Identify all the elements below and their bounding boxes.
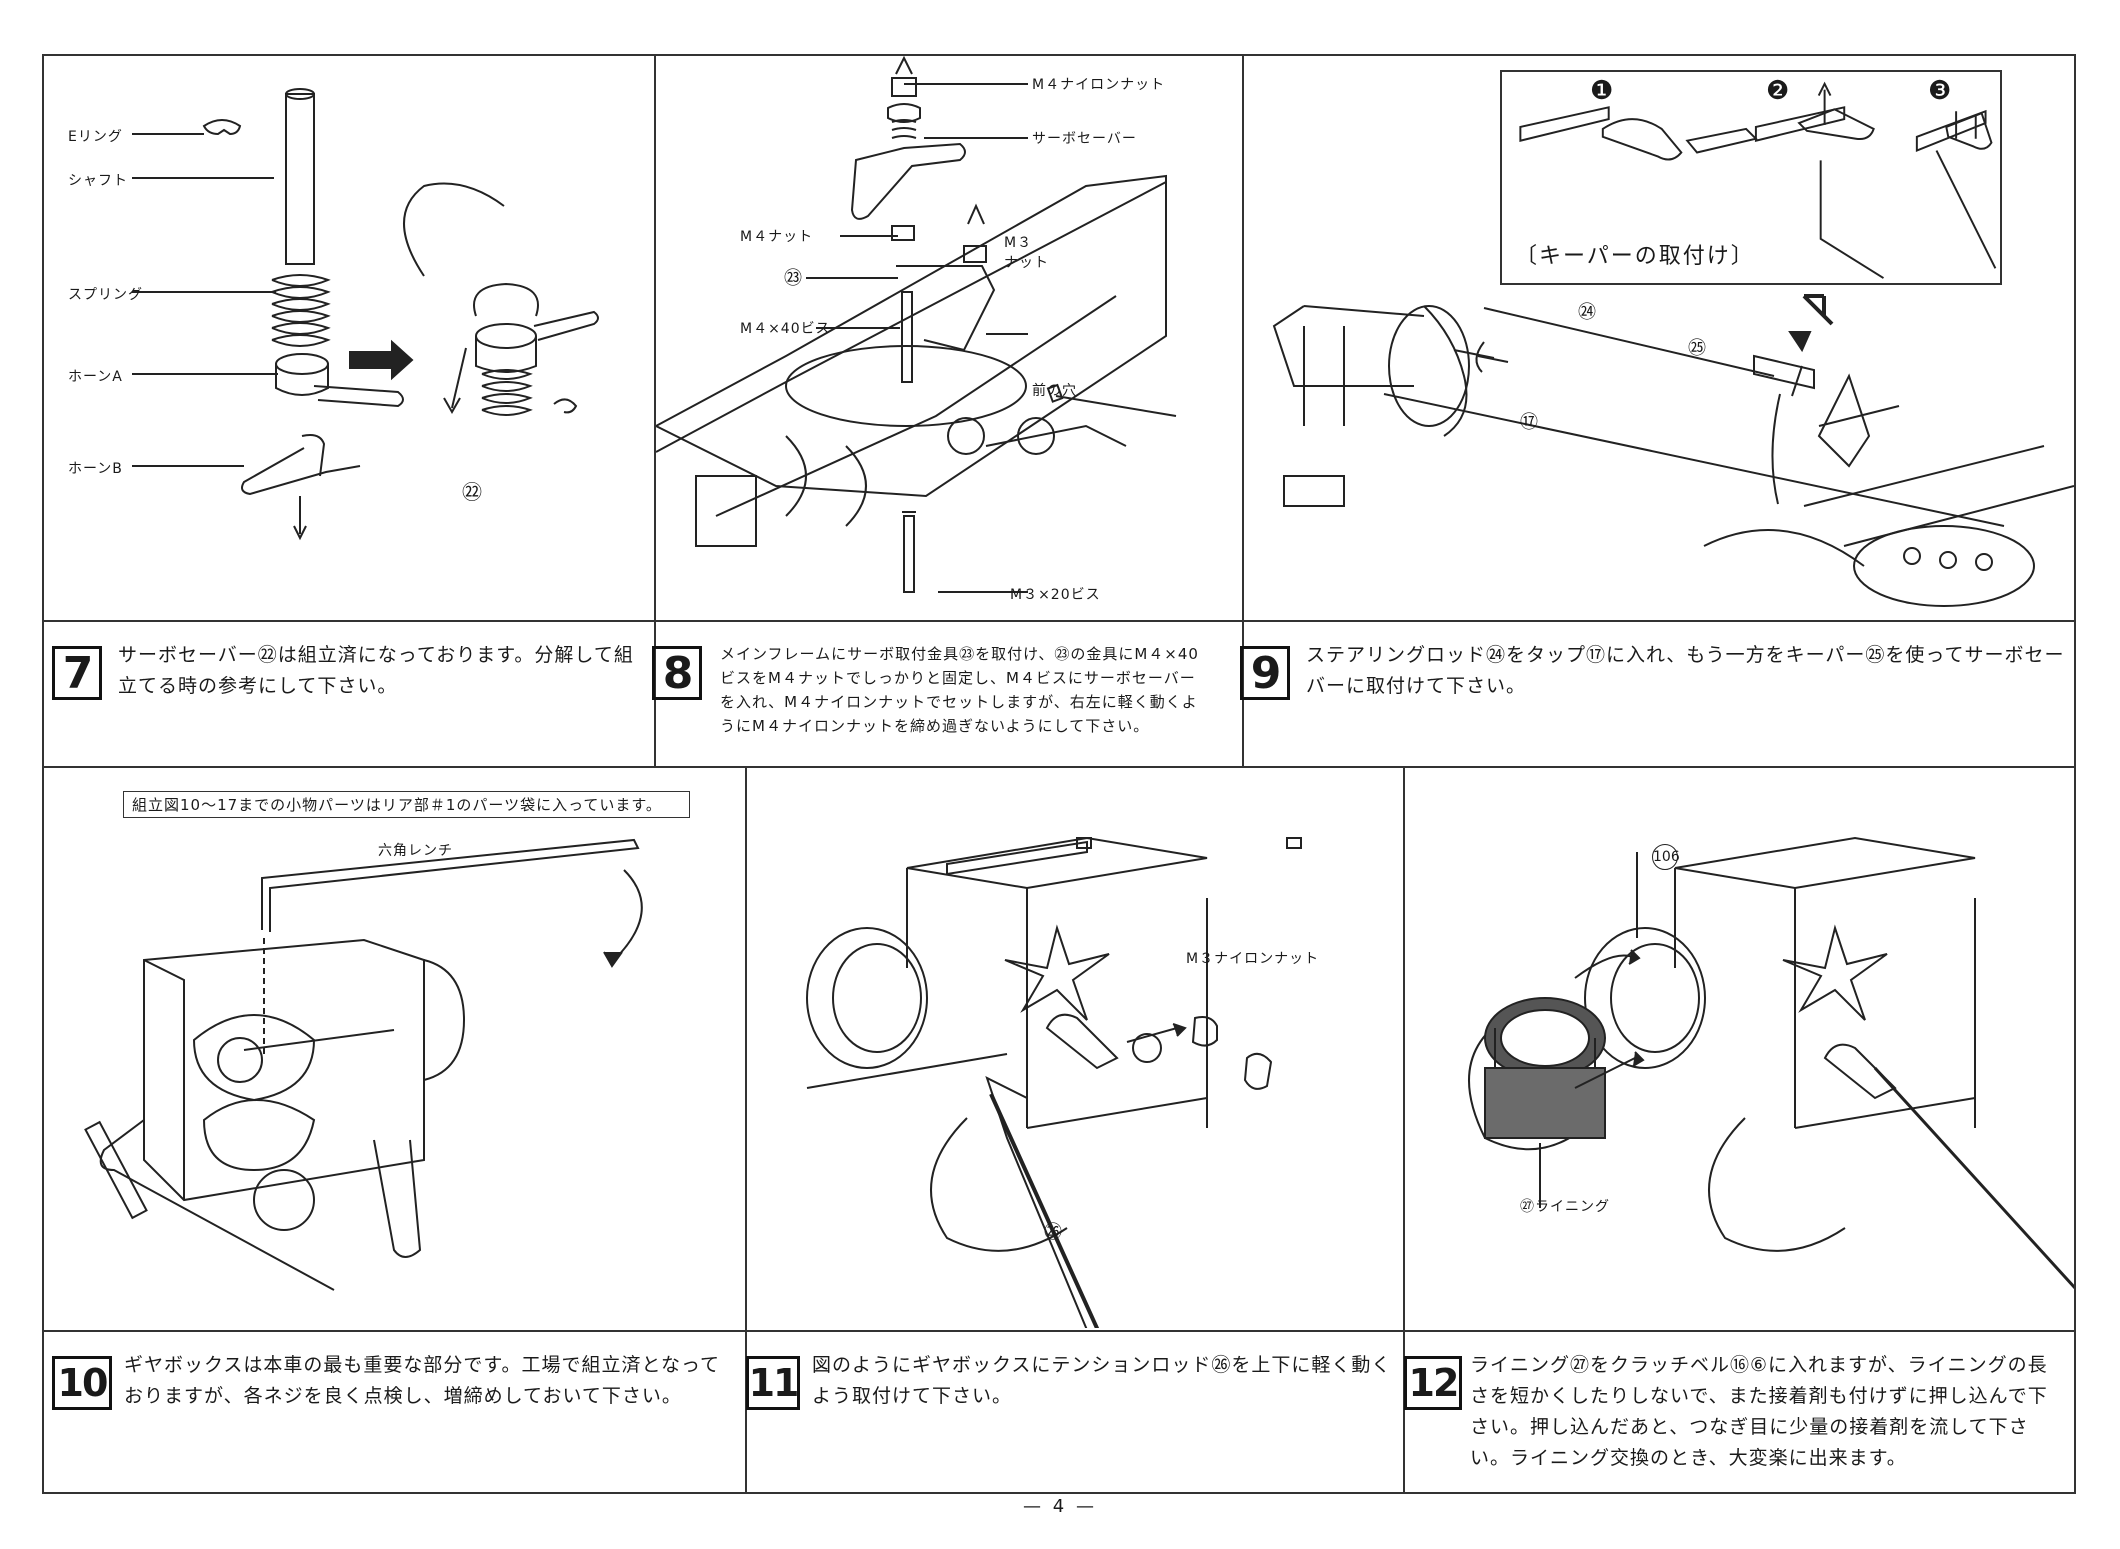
divider-bottom-text [42, 1330, 2076, 1332]
step12-text: ライニング㉗をクラッチベル⑯⑥に入れますが、ライニングの長さを短かくしたりしない… [1470, 1354, 2048, 1469]
step9-text: ステアリングロッド㉔をタップ⑰に入れ、もう一方をキーパー㉕を使ってサーボセーバー… [1306, 644, 2065, 697]
divider-bottom-1 [745, 766, 747, 1494]
step9-illustration [1244, 286, 2074, 618]
page-frame [42, 54, 2076, 1494]
label-lining: ㉗ライニング [1520, 1199, 1610, 1215]
parts-bag-note: 組立図10～17までの小物パーツはリア部＃1のパーツ袋に入っています。 [123, 791, 690, 818]
label-part-26: ㉖ [1044, 1222, 1063, 1243]
label-hex-wrench: 六角レンチ [378, 843, 453, 859]
label-m3-nylon-nut: M３ナイロンナット [1186, 951, 1320, 967]
step11-illustration [747, 768, 1401, 1328]
step8-number: 8 [652, 646, 702, 700]
step8-text: メインフレームにサーボ取付金具㉓を取付け、㉓の金具にM４×40ビスをM４ナットで… [720, 645, 1199, 735]
divider-top-1 [654, 54, 656, 766]
label-part-24: ㉔ [1578, 302, 1597, 323]
keeper-title: 〔キーパーの取付け〕 [1515, 244, 1755, 269]
step12-number: 12 [1404, 1356, 1462, 1410]
page-number: — 4 — [1023, 1496, 1097, 1517]
step11-number: 11 [746, 1356, 800, 1410]
step10-illustration [44, 820, 743, 1328]
step7-text: サーボセーバー㉒は組立済になっております。分解して組立てる時の参考にして下さい。 [118, 644, 634, 697]
label-shaft: シャフト [68, 173, 128, 189]
label-m4x40: M４×40ビス [740, 321, 831, 337]
gearbox-hex-wrench-drawing [84, 838, 643, 1291]
keeper-steps-drawing [1519, 81, 1997, 279]
label-horn-b: ホーンB [68, 461, 123, 477]
step7-number: 7 [52, 646, 102, 700]
keeper-step-2: ❷ [1766, 76, 1791, 106]
keeper-step-1: ❶ [1590, 76, 1615, 106]
label-m4-nut: M４ナット [740, 229, 814, 245]
label-m3-nut-2: ナット [1004, 255, 1049, 271]
step9-number: 9 [1240, 646, 1290, 700]
step7-illustration [44, 56, 652, 618]
label-spring: スプリング [68, 287, 143, 303]
servo-mount-drawing [656, 56, 1177, 593]
keeper-step-3: ❸ [1928, 76, 1953, 106]
step10-number: 10 [52, 1356, 112, 1410]
label-ering: Eリング [68, 129, 123, 145]
clutch-lining-drawing [1468, 836, 2074, 1290]
label-servo-saver: サーボセーバー [1032, 131, 1137, 147]
servo-saver-exploded-drawing [132, 88, 599, 541]
label-part-106: 106 [1652, 844, 1680, 870]
label-part-22: ㉒ [462, 480, 483, 504]
divider-top-2 [1242, 54, 1244, 766]
label-front-hole: 前の穴 [1032, 383, 1077, 399]
tension-rod-drawing [806, 836, 1302, 1328]
label-part-25: ㉕ [1688, 338, 1707, 359]
label-part-17: ⑰ [1520, 412, 1539, 433]
steering-rod-drawing [1272, 294, 2074, 607]
divider-top-text [42, 620, 2076, 622]
step12-illustration [1405, 768, 2074, 1328]
label-horn-a: ホーンA [68, 369, 123, 385]
step8-illustration [656, 56, 1240, 618]
step10-text: ギヤボックスは本車の最も重要な部分です。工場で組立済となっておりますが、各ネジを… [124, 1354, 721, 1407]
divider-middle [42, 766, 2076, 768]
label-m4-nylon-nut: M４ナイロンナット [1032, 77, 1166, 93]
keeper-inset [1500, 70, 2002, 285]
step11-text: 図のようにギヤボックスにテンションロッド㉖を上下に軽く動くよう取付けて下さい。 [812, 1354, 1392, 1407]
label-m3-nut-1: M３ [1004, 235, 1033, 251]
divider-bottom-2 [1403, 766, 1405, 1494]
label-part-23: ㉓ [784, 268, 803, 289]
label-m3x20: M３×20ビス [1010, 587, 1101, 603]
